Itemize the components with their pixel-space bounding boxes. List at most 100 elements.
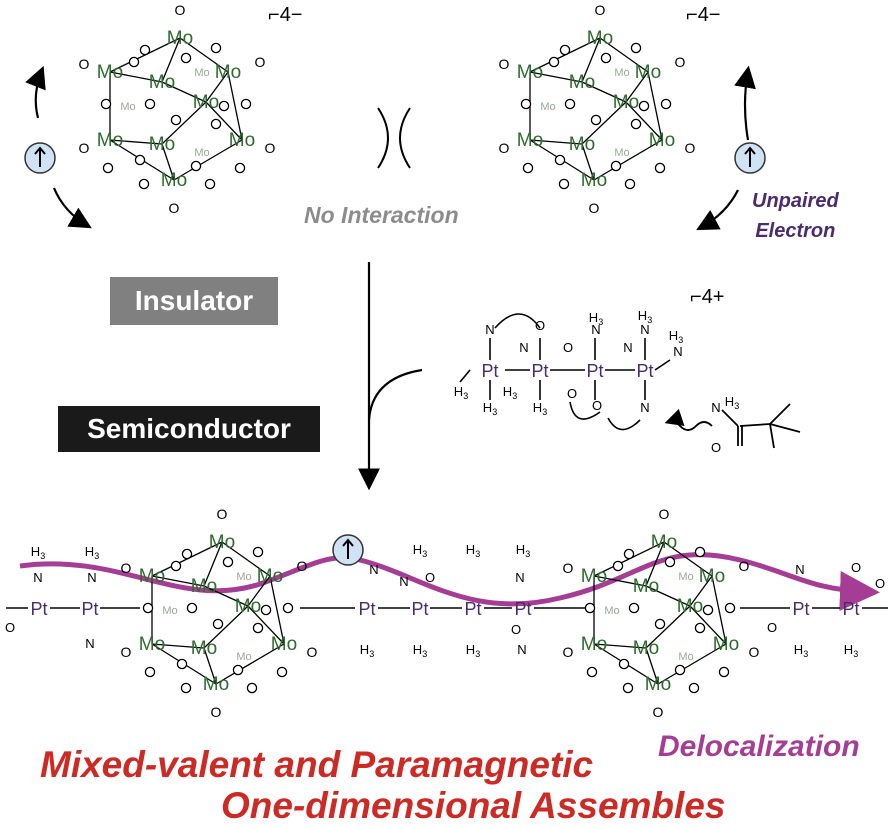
mo-o-bond [247,605,285,645]
mo-o-bond [689,575,713,607]
platinum-atom: Pt [586,361,603,381]
molybdenum-atom: Mo [229,130,255,151]
nitrogen-atom: N [517,642,526,657]
oxygen-atom [694,546,706,558]
molybdenum-atom: Mo [604,605,619,617]
oxygen-atom [724,602,736,614]
molybdenum-atom: Mo [235,596,261,617]
molybdenum-atom: Mo [614,147,629,159]
terminal-oxygen: O [659,506,670,522]
mo-o-bond [689,605,727,645]
nitrogen-atom: N [485,322,494,337]
molybdenum-atom: Mo [194,147,209,159]
ammine-ligand: H3 [516,542,530,559]
oxygen-atom [142,602,154,614]
molybdenum-atom: Mo [191,638,217,659]
oxygen-atom [282,602,294,614]
pivalamide-ligand [721,403,801,449]
oxygen-atom [212,618,224,630]
oxygen-atom [176,658,188,670]
nitrogen-atom: N [33,570,42,585]
oxygen-atom [654,162,666,174]
oxygen-atom [190,160,202,172]
terminal-oxygen: O [685,140,696,156]
terminal-oxygen: O [595,2,606,18]
nitrogen-atom: N [640,400,649,415]
oxygen-atom [252,546,264,558]
nitrogen-atom: N [85,636,94,651]
oxygen-atom [623,548,635,560]
terminal-oxygen: O [499,56,510,72]
mo-o-bond [161,143,175,181]
mo-o-bond [645,605,691,649]
platinum-atom: Pt [481,361,498,381]
ammine-ligand: H3 [589,310,603,327]
nitrogen-atom: N [369,562,378,577]
molybdenum-atom: Mo [203,674,229,695]
oxygen-atom [522,162,534,174]
mo-o-bond [247,575,271,607]
molybdenum-atom: Mo [139,566,165,587]
mo-o-bond [657,643,727,685]
molybdenum-atom: Mo [540,101,555,113]
oxygen-atom [260,604,272,616]
cycle-arrow-up-right [734,65,756,141]
ammine-ligand: H3 [725,394,739,411]
oxygen-atom: O [511,622,521,637]
platinum-atom: Pt [30,599,47,619]
molybdenum-atom: Mo [713,634,739,655]
reaction-arrow-icon [358,262,423,491]
molybdenum-atom: Mo [167,28,193,49]
title-line2: One-dimensional Assembles [221,785,726,826]
molybdenum-atom: Mo [651,532,677,553]
mo-o-bond [221,541,271,577]
oxygen-atom [520,98,532,110]
mo-o-bond [599,37,649,73]
mo-o-bond [645,647,659,685]
molybdenum-atom: Mo [257,566,283,587]
molybdenum-atom: Mo [517,130,543,151]
molybdenum-atom: Mo [236,571,251,583]
platinum-atom: Pt [636,361,653,381]
molybdenum-atom: Mo [633,638,659,659]
oxygen-atom [181,548,193,560]
mo-o-bond [215,643,285,685]
oxygen-atom [170,114,182,126]
oxygen-atom [660,98,672,110]
molybdenum-atom: Mo [97,130,123,151]
terminal-oxygen: O [297,558,308,574]
oxygen-atom [240,98,252,110]
molybdenum-atom: Mo [581,566,607,587]
ammine-ligand: H3 [533,400,547,417]
terminal-oxygen: O [79,56,90,72]
mo-o-bond [227,71,243,141]
oxygen-atom [144,98,156,110]
ammine-ligand: H3 [413,542,427,559]
mo-o-bond [645,585,691,607]
oxygen-atom [628,602,640,614]
terminal-oxygen: O [499,140,510,156]
oxygen-atom [138,178,150,190]
mo-o-bond [203,647,217,685]
molybdenum-atom: Mo [236,651,251,663]
ammine-ligand: H3 [844,642,858,659]
terminal-oxygen: O [211,704,222,720]
mo-o-bond [663,541,713,577]
ammine-ligand: H3 [454,384,468,401]
mo-o-bond [593,139,663,181]
oxygen-atom [246,682,258,694]
crossed-arrows-icon [377,107,411,169]
oxygen-atom [558,178,570,190]
molybdenum-atom: Mo [215,62,241,83]
oxygen-atom [584,602,596,614]
oxygen-atom: O [592,398,602,413]
molybdenum-atom: Mo [581,170,607,191]
mo-o-bond [173,139,243,181]
oxygen-atom [564,98,576,110]
mo-o-bond [151,643,205,649]
